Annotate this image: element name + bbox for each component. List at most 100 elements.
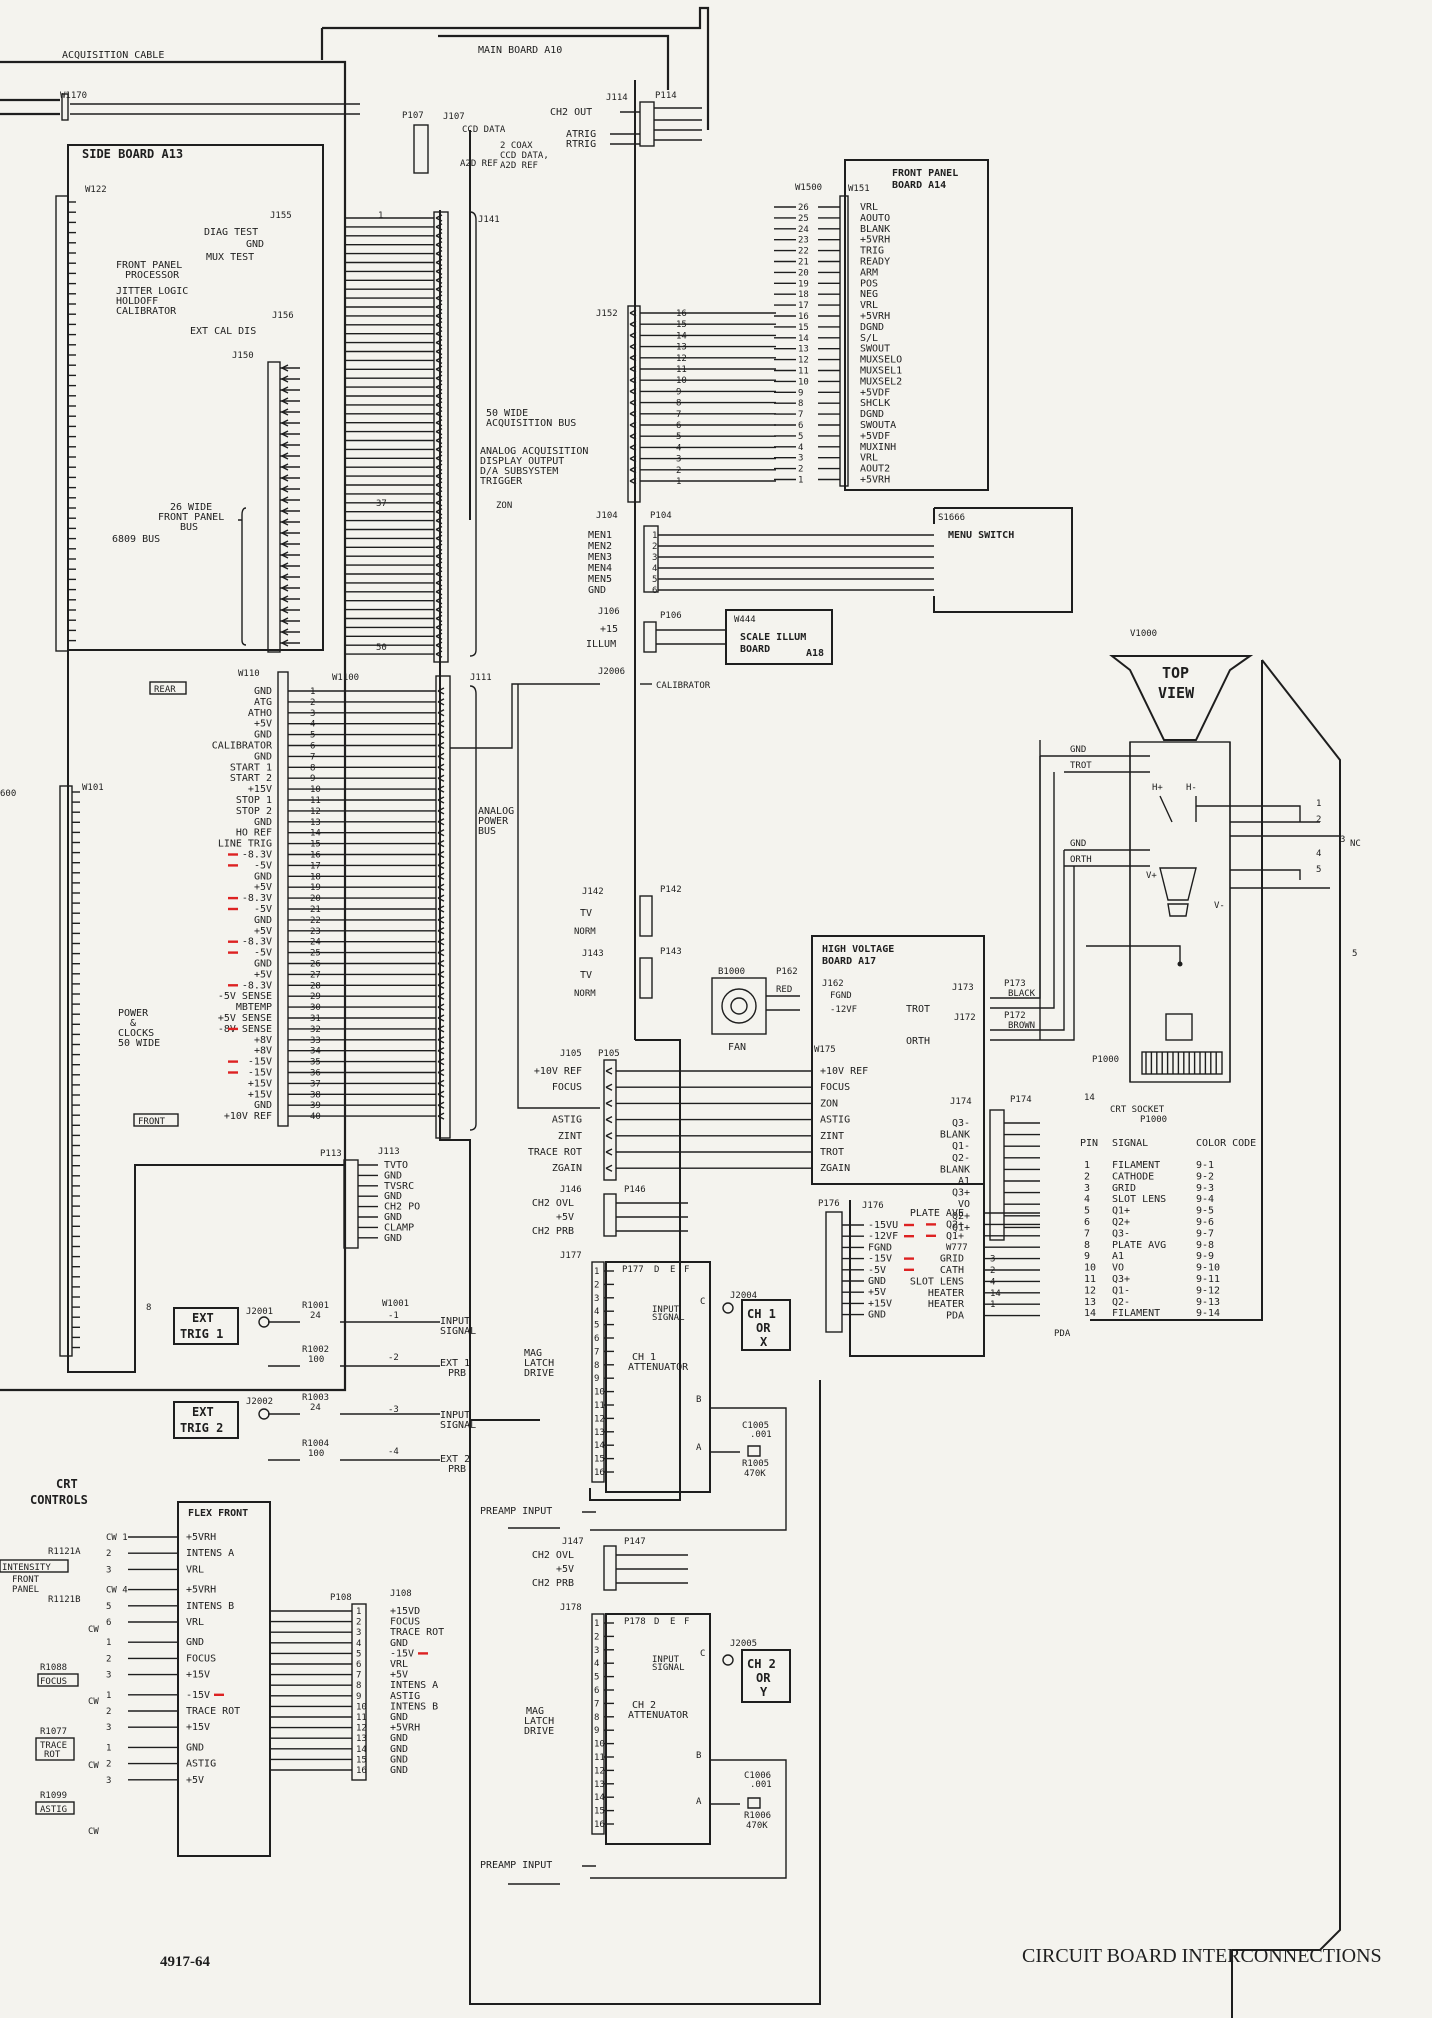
pin-arrow xyxy=(437,698,445,706)
w1500-pin: 17 xyxy=(798,301,809,311)
w175-signal: ZGAIN xyxy=(820,1163,850,1174)
w1500-pin: 3 xyxy=(798,454,803,464)
j113-label: J113 xyxy=(378,1147,400,1157)
attenuator-pin: 13 xyxy=(594,1780,605,1790)
w110-signal: GND xyxy=(254,730,272,741)
zon-label: ZON xyxy=(496,501,512,511)
crt-table-cell: 4 xyxy=(1084,1194,1090,1205)
pin-arrow xyxy=(435,463,443,471)
w110-pin: 38 xyxy=(310,1090,321,1100)
pin-arrow xyxy=(437,829,445,837)
svg-text:1: 1 xyxy=(1316,799,1321,809)
w175-signal: ZON xyxy=(820,1098,838,1109)
ext2-prb-2: PRB xyxy=(448,1464,466,1475)
menu-signal: MEN1 xyxy=(588,530,612,541)
crt-table-cell: 8 xyxy=(1084,1240,1090,1251)
pin-arrow xyxy=(629,376,637,384)
c1005-label: C1005 xyxy=(742,1421,769,1431)
w175-signal: TROT xyxy=(820,1147,844,1158)
j152-pin: 2 xyxy=(676,466,681,476)
p172-label: P172 xyxy=(1004,1011,1026,1021)
fp-signal: DGND xyxy=(860,409,884,420)
h-plus-label: H+ xyxy=(1152,783,1163,793)
j108-signal: INTENS B xyxy=(390,1701,438,1712)
p142-connector xyxy=(639,895,653,937)
fp-signal: MUXSEL1 xyxy=(860,366,902,377)
w777-label: W777 xyxy=(946,1243,968,1253)
hv-right-signal: CATH xyxy=(940,1265,964,1276)
analog-power-label-2: POWER xyxy=(478,816,509,827)
fp-signal: +5VRH xyxy=(860,475,890,486)
menu-pin: 6 xyxy=(652,586,657,596)
p162-label: P162 xyxy=(776,967,798,977)
w122-label: W122 xyxy=(85,185,107,195)
j152-pin: 5 xyxy=(676,432,681,442)
cw-3: CW xyxy=(88,1761,99,1771)
w1170-label: W1170 xyxy=(60,91,87,101)
j174-label: J174 xyxy=(950,1097,972,1107)
ch2-attenuator-box xyxy=(605,1613,711,1845)
hv-right-signal: GRID xyxy=(940,1254,964,1265)
pin-arrow xyxy=(435,276,443,284)
j174-signal: BLANK xyxy=(940,1130,970,1141)
crt-table-cell: Q1+ xyxy=(1112,1206,1130,1217)
j108-pin: 16 xyxy=(356,1766,367,1776)
attenuator-pin: 9 xyxy=(594,1374,599,1384)
acq-bus-label-1: 50 WIDE xyxy=(486,408,528,419)
p173-label: P173 xyxy=(1004,979,1026,989)
ext2-prb-1: EXT 2 xyxy=(440,1454,470,1465)
w110-signal: CALIBRATOR xyxy=(212,741,273,752)
w110-signal: -15V xyxy=(248,1057,272,1068)
w110-signal: -5V xyxy=(254,860,272,871)
j108-pin: 15 xyxy=(356,1755,367,1765)
pin-arrow xyxy=(435,490,443,498)
fp-signal: SHCLK xyxy=(860,398,890,409)
w175-label: W175 xyxy=(814,1045,836,1055)
pin-arrow xyxy=(629,354,637,362)
r1004-label: R1004 xyxy=(302,1439,329,1449)
w1500-label: W1500 xyxy=(795,183,822,193)
pin-arrow xyxy=(437,1014,445,1022)
ch2-att-label-2: ATTENUATOR xyxy=(628,1710,689,1721)
trot-label: TROT xyxy=(906,1004,930,1015)
pin-arrow xyxy=(281,573,289,581)
w1500-pin: 23 xyxy=(798,236,809,246)
w1500-pin: 19 xyxy=(798,279,809,289)
side-board-title: SIDE BOARD A13 xyxy=(82,147,183,161)
pin-arrow xyxy=(435,579,443,587)
pin-arrow xyxy=(435,561,443,569)
flex-signal: VRL xyxy=(186,1617,204,1628)
mag1-label-3: DRIVE xyxy=(524,1368,554,1379)
pin-arrow xyxy=(281,628,289,636)
crt-table-cell: 9-2 xyxy=(1196,1171,1214,1182)
pin-arrow xyxy=(435,525,443,534)
mag2-label-3: DRIVE xyxy=(524,1726,554,1737)
crt-controls-2: CONTROLS xyxy=(30,1493,88,1507)
focus-box xyxy=(37,1673,79,1687)
j142-norm: NORM xyxy=(574,927,596,937)
j147-label: J147 xyxy=(562,1537,584,1547)
ext1-prb-2: PRB xyxy=(448,1368,466,1379)
j105-signal: ZGAIN xyxy=(552,1163,582,1174)
j174-signal: Q1- xyxy=(952,1141,970,1152)
hv-right-signal: SLOT LENS xyxy=(910,1276,964,1287)
black-wire: BLACK xyxy=(1008,989,1036,999)
p177-e: E xyxy=(670,1265,675,1275)
j174-signal: BLANK xyxy=(940,1164,970,1175)
ch1-c: C xyxy=(700,1297,705,1307)
hv-right-signal: Q1+ xyxy=(946,1231,964,1242)
r1002-value: 100 xyxy=(308,1355,324,1365)
ext1-prb-1: EXT 1 xyxy=(440,1358,470,1369)
w110-signal: GND xyxy=(254,751,272,762)
j150-connector xyxy=(267,361,281,653)
j150-label: J150 xyxy=(232,351,254,361)
j113-signal: GND xyxy=(384,1233,402,1244)
attenuator-pin: 10 xyxy=(594,1740,605,1750)
r1003-label: R1003 xyxy=(302,1393,329,1403)
j178-label: J178 xyxy=(560,1603,582,1613)
attenuator-pin: 1 xyxy=(594,1267,599,1277)
j113-signal: CLAMP xyxy=(384,1222,414,1233)
fp-signal: DGND xyxy=(860,322,884,333)
